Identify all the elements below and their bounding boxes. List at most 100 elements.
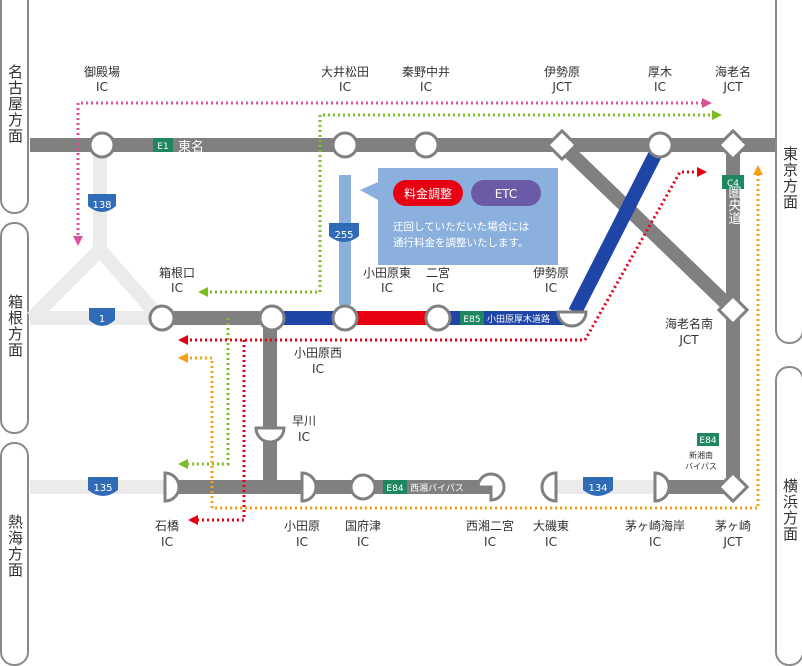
gotemba-label-1: 御殿場 [84, 64, 120, 79]
svg-text:135: 135 [93, 483, 112, 494]
ninomiya-ic-node [424, 304, 452, 332]
tomei-code: E1 [157, 142, 168, 152]
hakone-direction-panel: 箱根方面 [0, 222, 29, 434]
hadano-label-2: IC [420, 80, 432, 94]
nagoya-direction-panel: 名古屋方面 [0, 0, 29, 214]
station-labels: 御殿場 IC 大井松田 IC 秦野中井 IC 伊勢原 JCT 厚木 IC 海老名… [84, 64, 751, 549]
shinshonan-code: E84 [699, 436, 716, 446]
road-name-badges: E1 東名 E85 小田原厚木道路 E84 西湘バイパス E84 新湘南 バイパ… [153, 138, 744, 494]
atsugi-label-2: IC [654, 80, 666, 94]
hadano-label-1: 秦野中井 [402, 64, 450, 79]
etc-badge [471, 180, 541, 206]
atami-direction-panel: 熱海方面 [0, 442, 29, 666]
route-red [185, 170, 700, 342]
shinshonan-name-1: 新湘南 [689, 450, 713, 460]
route-138-shield [88, 194, 116, 212]
ebina-minami-label-1: 海老名南 [665, 316, 713, 331]
odawara-atsugi-name: 小田原厚木道路 [487, 313, 550, 325]
isehara-jct-node [545, 128, 579, 162]
odawara-higashi-label-2: IC [381, 281, 393, 295]
yokohama-direction-panel: 横浜方面 [775, 366, 802, 666]
callout-text-2: 通行料金を調整いたします。 [393, 236, 528, 249]
chigasaki-jct-node [716, 470, 750, 504]
map-canvas: 138 1 255 135 134 E1 東名 E85 小田原厚木道路 E84 … [27, 64, 775, 549]
odawara-higashi-ic-node [331, 304, 359, 332]
kozu-label-1: 国府津 [345, 518, 381, 533]
svg-text:ETC: ETC [495, 187, 518, 201]
ishibashi-label-1: 石橋 [155, 519, 179, 533]
route-255-shield [329, 223, 359, 242]
oiso-higashi-ic-node [540, 471, 558, 503]
ninomiya-label-2: IC [432, 281, 444, 295]
tomei-name: 東名 [178, 139, 204, 155]
svg-text:1: 1 [99, 314, 105, 325]
ken-o-name: 圏央道 [726, 186, 742, 225]
hayakawa-label-2: IC [298, 430, 310, 444]
svg-text:134: 134 [588, 483, 607, 494]
atsugi-ic-node [646, 131, 674, 159]
hayakawa-ic-node [254, 426, 286, 444]
route-shields: 138 1 255 135 134 [88, 194, 613, 496]
tokyo-direction-label: 東京方面 [781, 146, 799, 210]
hadano-ic-node [412, 131, 440, 159]
ebina-jct-label-1: 海老名 [715, 64, 751, 79]
hakoneguchi-label-1: 箱根口 [159, 265, 195, 280]
oimatsuda-label-1: 大井松田 [321, 65, 369, 79]
svg-text:料金調整: 料金調整 [404, 186, 452, 201]
ishibashi-ic-node [163, 471, 181, 503]
oiso-higashi-label-2: IC [545, 535, 557, 549]
oiso-higashi-label-1: 大磯東 [533, 519, 569, 533]
oimatsuda-label-2: IC [339, 80, 351, 94]
junctions [545, 128, 750, 504]
ebina-jct-node [716, 128, 750, 162]
ken-o-code: C4 [727, 179, 739, 189]
gotemba-ic-node [88, 131, 116, 159]
hayakawa-label-1: 早川 [292, 414, 316, 428]
kozu-ic-node [349, 473, 377, 501]
odawara-atsugi-code: E85 [463, 315, 480, 325]
chigasaki-jct-label-1: 茅ヶ崎 [715, 519, 751, 533]
ninomiya-label-1: 二宮 [426, 265, 450, 280]
odawara-nishi-ic-node [258, 304, 286, 332]
route-135-shield [88, 477, 118, 496]
isehara-jct-label-1: 伊勢原 [544, 64, 580, 79]
ebina-minami-label-2: JCT [678, 333, 699, 347]
ebina-jct-label-2: JCT [722, 80, 743, 94]
odawara-label-1: 小田原 [284, 519, 320, 533]
nishisho-ninomiya-label-2: IC [484, 535, 496, 549]
chigasaki-jct-label-2: JCT [722, 535, 743, 549]
route-orange [185, 172, 760, 510]
odawara-higashi-label-1: 小田原東 [363, 266, 411, 280]
nagoya-direction-label: 名古屋方面 [6, 64, 24, 144]
seisho-code: E84 [386, 484, 403, 494]
half-interchanges [163, 310, 671, 503]
odawara-nishi-label-2: IC [312, 362, 324, 376]
chigasaki-kaigan-label-2: IC [649, 535, 661, 549]
hakoneguchi-ic-node [148, 304, 176, 332]
callout-text-1: 迂回していただいた場合には [393, 220, 529, 233]
ishibashi-label-2: IC [161, 535, 173, 549]
fee-adjustment-callout: 料金調整 ETC 迂回していただいた場合には 通行料金を調整いたします。 [360, 168, 558, 265]
gotemba-label-2: IC [96, 80, 108, 94]
atami-direction-label: 熱海方面 [6, 514, 24, 578]
detour-routes [73, 98, 763, 525]
route-1-shield [89, 308, 115, 326]
route-pink [76, 101, 705, 240]
odawara-nishi-label-1: 小田原西 [294, 346, 342, 360]
route-134-shield [583, 477, 613, 496]
isehara-jct-label-2: JCT [551, 80, 572, 94]
fee-adjust-badge [393, 180, 463, 206]
chigasaki-kaigan-ic-node [653, 471, 671, 503]
isehara-ic-label-1: 伊勢原 [533, 265, 569, 280]
isehara-ic-label-2: IC [545, 281, 557, 295]
seisho-name: 西湘バイパス [410, 482, 464, 494]
hakone-direction-label: 箱根方面 [6, 294, 24, 358]
odawara-ic-node [300, 471, 318, 503]
ebina-minami-jct-node [716, 293, 750, 327]
nishisho-ninomiya-label-1: 西湘二宮 [466, 518, 514, 533]
svg-text:138: 138 [92, 200, 111, 211]
chigasaki-kaigan-label-1: 茅ヶ崎海岸 [625, 518, 685, 533]
oimatsuda-ic-node [331, 131, 359, 159]
interchanges [88, 131, 674, 501]
